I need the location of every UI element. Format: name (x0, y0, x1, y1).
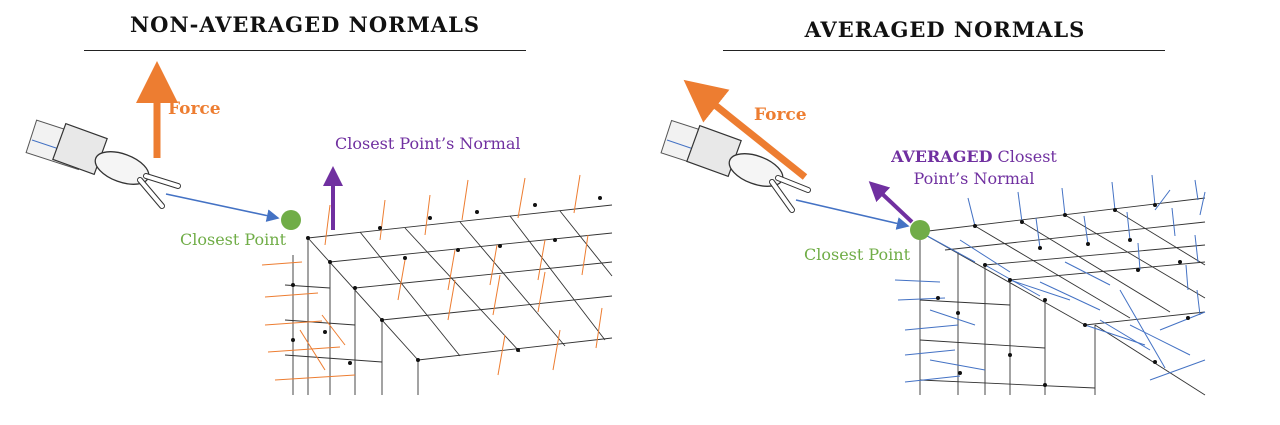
left-title-underline (84, 50, 526, 51)
right-normal-label-bold: AVERAGED (891, 147, 993, 166)
left-panel-title: NON-AVERAGED NORMALS (129, 12, 481, 37)
left-mesh (284, 204, 613, 395)
left-probe-line (165, 193, 280, 222)
right-force-label: Force (754, 105, 807, 125)
left-closest-point-label: Closest Point (180, 230, 286, 249)
left-mesh-vertices (291, 196, 602, 365)
right-probe-line (795, 199, 910, 230)
right-force-arrow (683, 79, 808, 180)
right-closest-point-marker (910, 220, 930, 240)
right-probe-tool (660, 119, 811, 213)
right-normal-label-line1: Closest (997, 147, 1057, 166)
left-closest-point-marker (281, 210, 301, 230)
right-normal-label-line2: Point’s Normal (913, 169, 1035, 188)
left-nonaveraged-normals (261, 174, 603, 381)
left-probe-tool (25, 119, 181, 209)
right-mesh-vertices (936, 203, 1190, 387)
right-averaged-normals (894, 174, 1206, 383)
left-normal-label: Closest Point’s Normal (335, 134, 521, 153)
right-mesh (919, 197, 1206, 396)
right-title-underline (723, 50, 1165, 51)
right-panel-title: AVERAGED NORMALS (804, 17, 1086, 42)
right-normal-arrow (868, 181, 914, 224)
right-closest-point-label: Closest Point (804, 245, 910, 264)
right-normal-label: AVERAGED Closest Point’s Normal (880, 146, 1068, 190)
left-force-label: Force (168, 99, 221, 119)
